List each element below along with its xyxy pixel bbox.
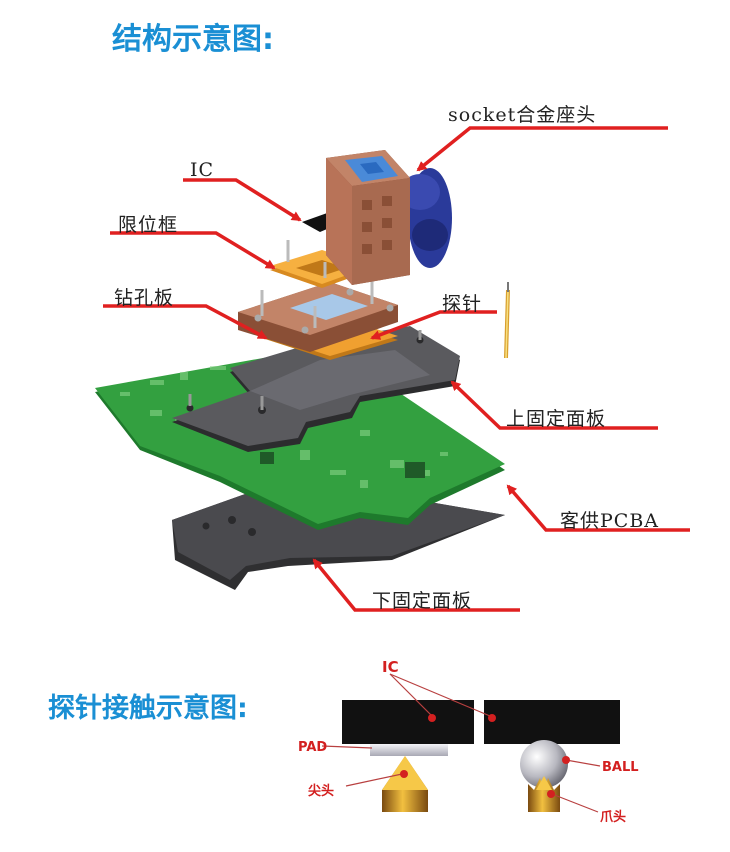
ic-block-left (342, 700, 474, 744)
contact-label-pointed-tip: 尖头 (308, 780, 334, 799)
label-customer-pcba: 客供PCBA (560, 506, 659, 533)
contact-label-pad: PAD (298, 740, 327, 755)
contact-label-ic: IC (382, 658, 399, 676)
ic-block-right (484, 700, 620, 744)
limit-frame-callout-arrow (110, 233, 274, 268)
socket-callout-arrow (418, 128, 668, 170)
contact-label-claw-tip: 爪头 (600, 806, 626, 825)
probe-pin-illustration (506, 282, 508, 358)
ic-callout-arrow (183, 180, 300, 220)
label-lower-fixed-plate: 下固定面板 (372, 586, 472, 613)
label-drill-plate: 钻孔板 (114, 283, 174, 310)
socket-alloy-head (326, 150, 452, 285)
pad-element (370, 744, 448, 756)
label-socket-alloy-head: socket合金座头 (448, 100, 596, 127)
label-ic: IC (190, 159, 214, 181)
contact-label-ball: BALL (602, 760, 639, 775)
label-upper-fixed-plate: 上固定面板 (506, 404, 606, 431)
probe-contact-illustration (322, 674, 620, 812)
label-limit-frame: 限位框 (118, 210, 178, 237)
label-probe: 探针 (442, 289, 482, 316)
